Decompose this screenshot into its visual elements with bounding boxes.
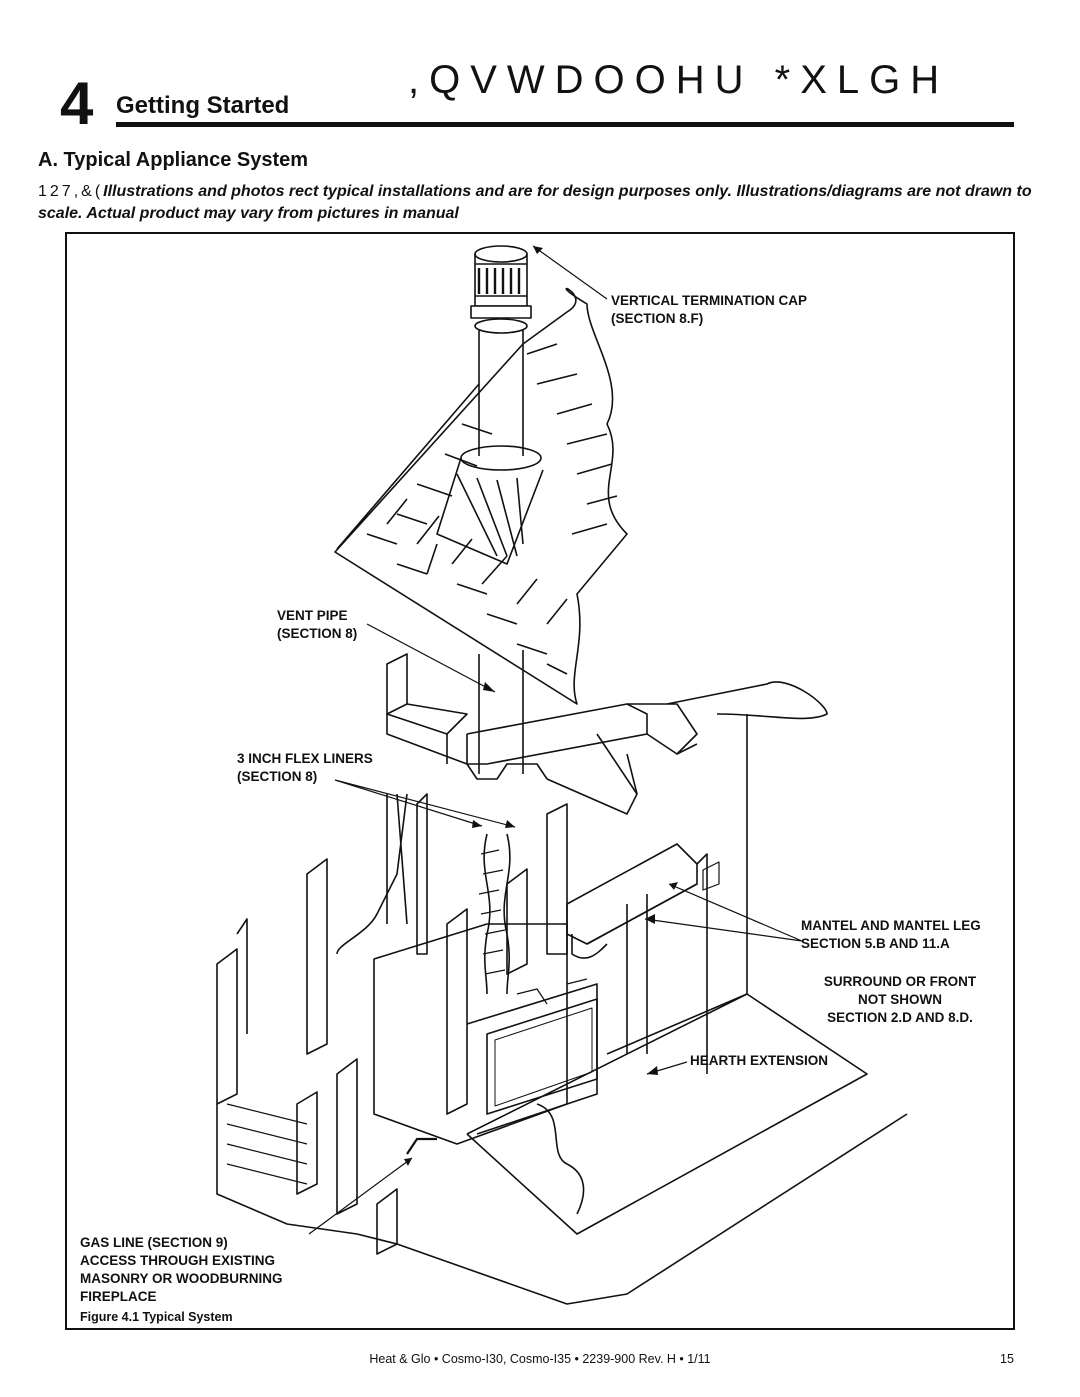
label-hearth: HEARTH EXTENSION: [690, 1052, 828, 1070]
flashing-drawing: [436, 445, 544, 565]
label-termination-cap: VERTICAL TERMINATION CAP (SECTION 8.F): [611, 292, 807, 328]
label-line: FIREPLACE: [80, 1289, 157, 1304]
label-gas-line: GAS LINE (SECTION 9) ACCESS THROUGH EXIS…: [80, 1234, 283, 1306]
leader-lines: [308, 245, 803, 1235]
figure-caption: Figure 4.1 Typical System: [80, 1310, 233, 1324]
label-line: SECTION 2.D AND 8.D.: [827, 1010, 973, 1025]
gas-line-drawing: [406, 1137, 437, 1155]
label-mantel: MANTEL AND MANTEL LEG SECTION 5.B AND 11…: [801, 917, 981, 953]
label-vent-pipe: VENT PIPE (SECTION 8): [277, 607, 357, 643]
label-flex-liners: 3 INCH FLEX LINERS (SECTION 8): [237, 750, 373, 786]
page-number: 15: [1000, 1352, 1014, 1366]
label-line: HEARTH EXTENSION: [690, 1053, 829, 1068]
label-line: 3 INCH FLEX LINERS: [237, 751, 373, 766]
flex-liners-drawing: [478, 833, 511, 995]
vent-pipe-upper: [478, 330, 524, 456]
notice-text: Illustrations and photos rect typical in…: [38, 183, 1032, 222]
fireplace-system-diagram: [216, 245, 908, 1305]
mantel-drawing: [566, 843, 720, 1074]
header-rule: [116, 122, 1014, 127]
label-line: (SECTION 8.F): [611, 311, 704, 326]
label-line: ACCESS THROUGH EXISTING: [80, 1253, 276, 1268]
wall-framing-drawing: [216, 714, 748, 1255]
section-heading: A. Typical Appliance System: [38, 149, 309, 171]
label-line: VENT PIPE: [277, 608, 348, 623]
label-line: MASONRY OR WOODBURNING: [80, 1271, 283, 1286]
hearth-extension-drawing: [466, 993, 868, 1235]
termination-cap-drawing: [470, 245, 532, 334]
label-line: VERTICAL TERMINATION CAP: [611, 293, 808, 308]
chapter-title: Getting Started: [116, 92, 290, 119]
label-line: (SECTION 8): [277, 626, 358, 641]
label-line: SURROUND OR FRONT: [823, 974, 977, 989]
label-line: (SECTION 8): [237, 769, 318, 784]
label-line: GAS LINE (SECTION 9): [80, 1235, 228, 1250]
roof-drawing: [334, 287, 628, 705]
notice-paragraph: 127,&(Illustrations and photos rect typi…: [38, 181, 1078, 225]
footer-info: Heat & Glo • Cosmo-I30, Cosmo-I35 • 2239…: [369, 1352, 711, 1366]
figure-frame: [65, 232, 1015, 1330]
fireplace-insert-drawing: [373, 923, 598, 1145]
label-line: MANTEL AND MANTEL LEG: [801, 918, 981, 933]
ceiling-frame-drawing: [386, 653, 828, 815]
label-surround: SURROUND OR FRONT NOT SHOWN SECTION 2.D …: [805, 973, 995, 1027]
label-line: SECTION 5.B AND 11.A: [801, 936, 950, 951]
floor-drawing: [216, 1104, 908, 1305]
vent-pipe-lower: [478, 650, 524, 774]
chapter-number: 4: [60, 70, 94, 137]
arrowheads: [404, 246, 678, 1166]
label-line: NOT SHOWN: [858, 992, 942, 1007]
guide-title: ,QVWDOOHU *XLGH: [408, 58, 950, 102]
notice-lead: 127,&(: [38, 183, 104, 200]
